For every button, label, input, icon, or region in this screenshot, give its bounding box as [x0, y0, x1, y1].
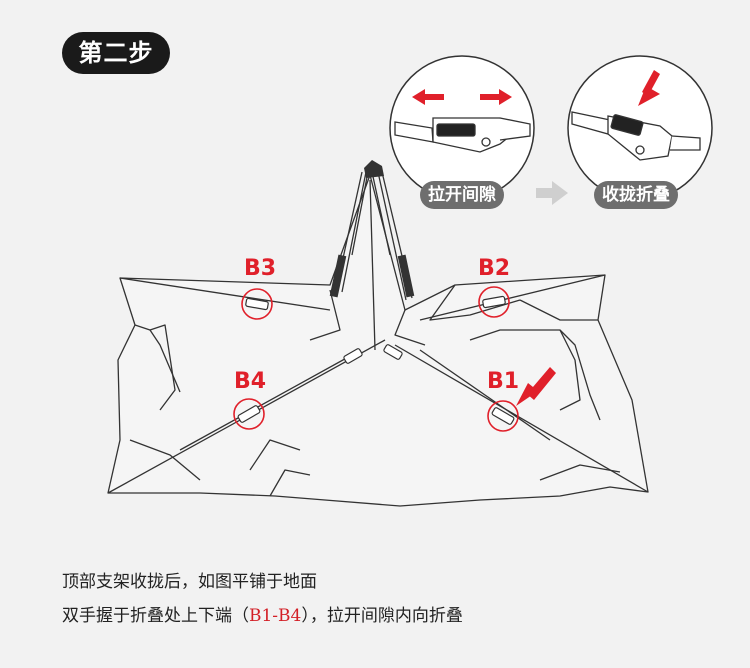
b1-label: B1: [487, 369, 520, 394]
pull-apart-arrows-icon: [412, 89, 512, 105]
b3-label: B3: [244, 256, 277, 281]
fold-together-label: 收拢折叠: [594, 181, 678, 209]
b2-circle: [478, 286, 510, 318]
step-title-badge: 第二步: [62, 32, 170, 74]
instruction-line-1: 顶部支架收拢后，如图平铺于地面: [62, 572, 317, 592]
tent-folding-diagram: [107, 55, 713, 507]
tent-fabric: [107, 174, 649, 507]
b3-circle: [241, 288, 273, 320]
instruction-line-2-suffix: ），拉开间隙内向折叠: [301, 606, 463, 626]
tent-top-hub: [364, 160, 384, 178]
inset-fold: [567, 55, 713, 201]
pole-joints: [237, 295, 515, 425]
b4-label: B4: [234, 369, 267, 394]
press-down-arrow-icon: [638, 70, 660, 106]
b2-label: B2: [478, 256, 511, 281]
marker-circles: [233, 286, 519, 432]
next-step-arrow-icon: [536, 181, 568, 205]
instruction-highlight: B1-B4: [249, 606, 302, 626]
instruction-line-2-prefix: 双手握于折叠处上下端（: [62, 606, 249, 626]
pull-apart-label: 拉开间隙: [420, 181, 504, 209]
instruction-line-2: 双手握于折叠处上下端（B1-B4），拉开间隙内向折叠: [62, 601, 463, 626]
inset-pull-apart: [389, 55, 535, 201]
pole-sleeve-left: [329, 254, 347, 298]
b1-arrow-icon: [516, 367, 556, 406]
b1-circle: [487, 400, 519, 432]
b4-circle: [233, 398, 265, 430]
pole-sleeve-right: [397, 254, 415, 298]
